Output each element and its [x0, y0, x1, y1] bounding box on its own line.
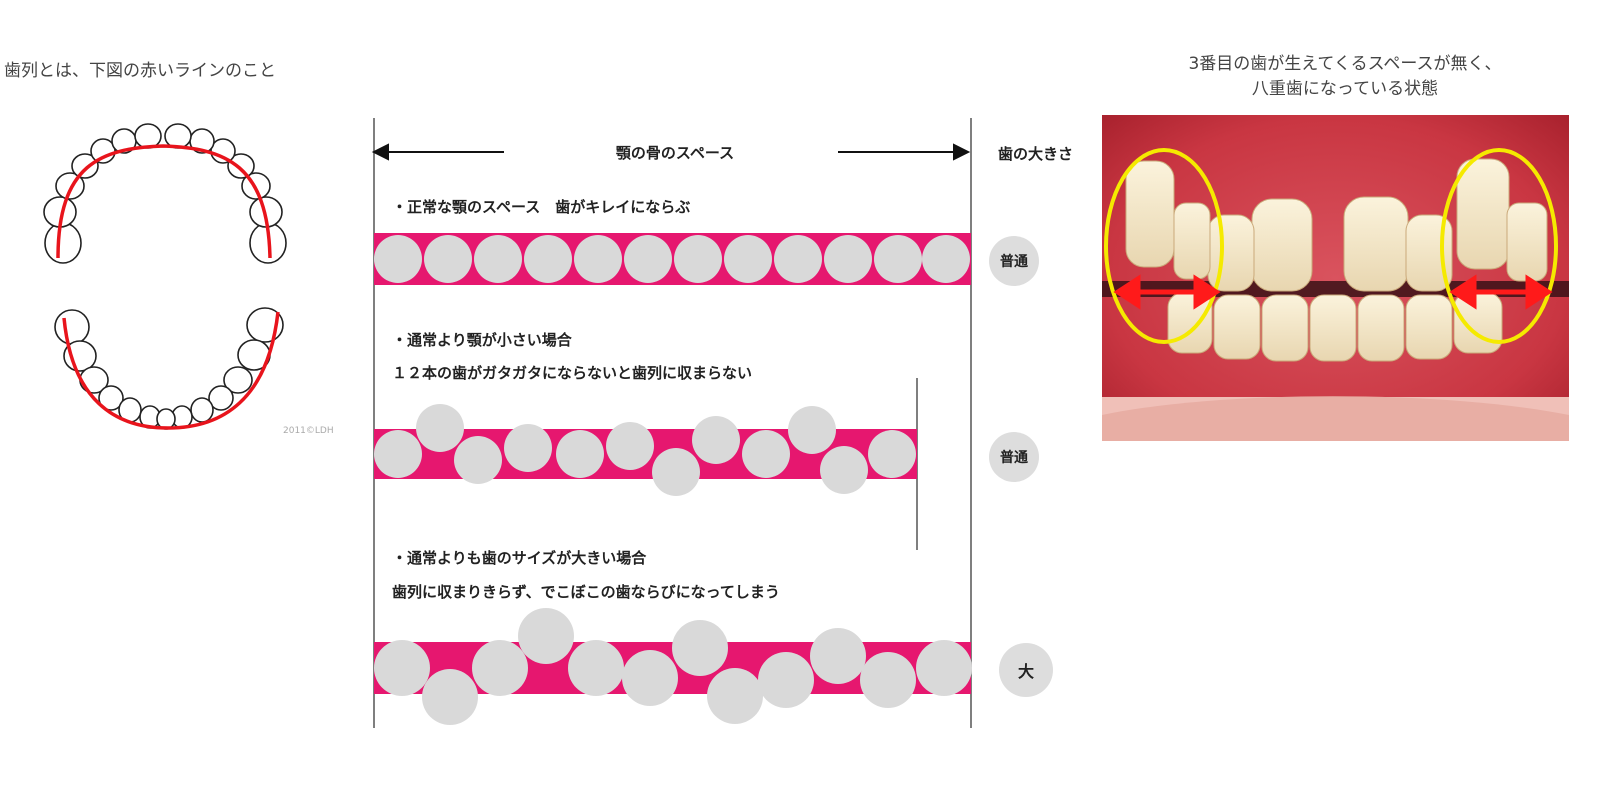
highlight-ellipse-right — [1440, 148, 1558, 344]
tooth-circle — [874, 235, 922, 283]
tooth-circle — [916, 640, 972, 696]
tooth-icon — [227, 153, 255, 179]
upper-arch-line — [56, 144, 272, 259]
tooth-circle — [424, 235, 472, 283]
tooth-circle — [774, 235, 822, 283]
tooth-circle — [472, 640, 528, 696]
tooth-circle — [556, 430, 604, 478]
tooth-circle — [758, 652, 814, 708]
tooth-circle — [810, 628, 866, 684]
tooth-circle — [518, 608, 574, 664]
tooth-circle — [374, 235, 422, 283]
tooth-icon — [223, 366, 253, 394]
tooth-circle — [454, 436, 502, 484]
tooth-circle — [524, 235, 572, 283]
teeth-row-normal — [374, 235, 970, 283]
tooth-circle — [824, 235, 872, 283]
tooth-circle — [474, 235, 522, 283]
highlight-ellipse-left — [1104, 148, 1224, 344]
tooth-circle — [922, 235, 970, 283]
tooth-circle — [568, 640, 624, 696]
tooth-circle — [742, 430, 790, 478]
tooth-circle — [707, 668, 763, 724]
tooth-circle — [674, 235, 722, 283]
right-title-line-1: 3番目の歯が生えてくるスペースが無く、 — [1188, 54, 1502, 74]
tooth-circle — [574, 235, 622, 283]
tooth-icon — [98, 385, 124, 411]
tooth-circle — [820, 446, 868, 494]
section-3-line-2: 歯列に収まりきらず、でこぼこの歯ならびになってしまう — [392, 583, 780, 601]
tooth-circle — [622, 650, 678, 706]
double-arrow-icon — [371, 143, 971, 161]
tooth-circle — [374, 430, 422, 478]
tooth-circle — [416, 404, 464, 452]
tooth-circle — [422, 669, 478, 725]
double-arrow-icon — [1113, 274, 1553, 310]
copyright-text: 2011©LDH — [283, 426, 334, 436]
tooth-circle — [788, 406, 836, 454]
tooth-size-badge-1: 普通 — [989, 236, 1039, 286]
jaw-space-label: 顎の骨のスペース — [615, 144, 735, 162]
section-2-line-2: １２本の歯がガタガタにならないと歯列に収まらない — [392, 364, 753, 382]
teeth-row-small-jaw — [374, 404, 916, 496]
tooth-circle — [860, 652, 916, 708]
tooth-circle — [868, 430, 916, 478]
tooth-size-column-label: 歯の大きさ — [998, 145, 1074, 163]
right-title: 3番目の歯が生えてくるスペースが無く、 八重歯になっている状態 — [1110, 52, 1580, 101]
crooked-teeth-photo — [1102, 115, 1569, 441]
upper-arch — [43, 123, 287, 264]
tooth-icon — [71, 153, 99, 179]
section-3-line-1: ・通常よりも歯のサイズが大きい場合 — [392, 549, 647, 567]
tooth-circle — [606, 422, 654, 470]
tooth-circle — [724, 235, 772, 283]
tooth-circle — [652, 448, 700, 496]
left-title: 歯列とは、下図の赤いラインのこと — [4, 61, 276, 81]
tooth-circle — [672, 620, 728, 676]
tooth-circle — [504, 424, 552, 472]
section-2-line-1: ・通常より顎が小さい場合 — [392, 331, 572, 349]
tooth-circle — [624, 235, 672, 283]
teeth-row-large-teeth — [374, 608, 972, 725]
tooth-circle — [374, 640, 430, 696]
section-1-line-1: ・正常な顎のスペース 歯がキレイにならぶ — [392, 198, 691, 216]
tooth-size-badge-2: 普通 — [989, 432, 1039, 482]
right-title-line-2: 八重歯になっている状態 — [1251, 78, 1439, 99]
tooth-circle — [692, 416, 740, 464]
tooth-icon — [208, 385, 234, 411]
lower-arch-line — [62, 311, 280, 430]
tooth-size-badge-3: 大 — [999, 643, 1053, 697]
